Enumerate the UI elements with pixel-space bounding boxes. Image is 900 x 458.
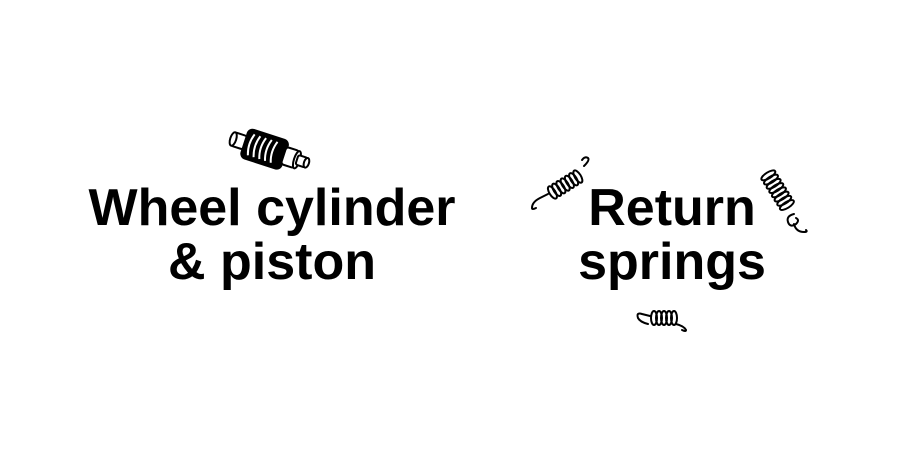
wheel-cylinder-icon [228,128,311,170]
wheel-cylinder-title-line1: Wheel cylinder [88,179,456,237]
return-spring-icon [636,310,688,332]
return-springs-title-line2: springs [578,233,766,291]
wheel-cylinder-title-line2: & piston [168,233,376,291]
return-spring-icon [760,169,808,234]
return-springs-label: Return springs [572,181,772,289]
return-springs-title-line1: Return [588,179,756,237]
return-spring-icon [530,156,590,210]
wheel-cylinder-label: Wheel cylinder & piston [72,181,472,289]
